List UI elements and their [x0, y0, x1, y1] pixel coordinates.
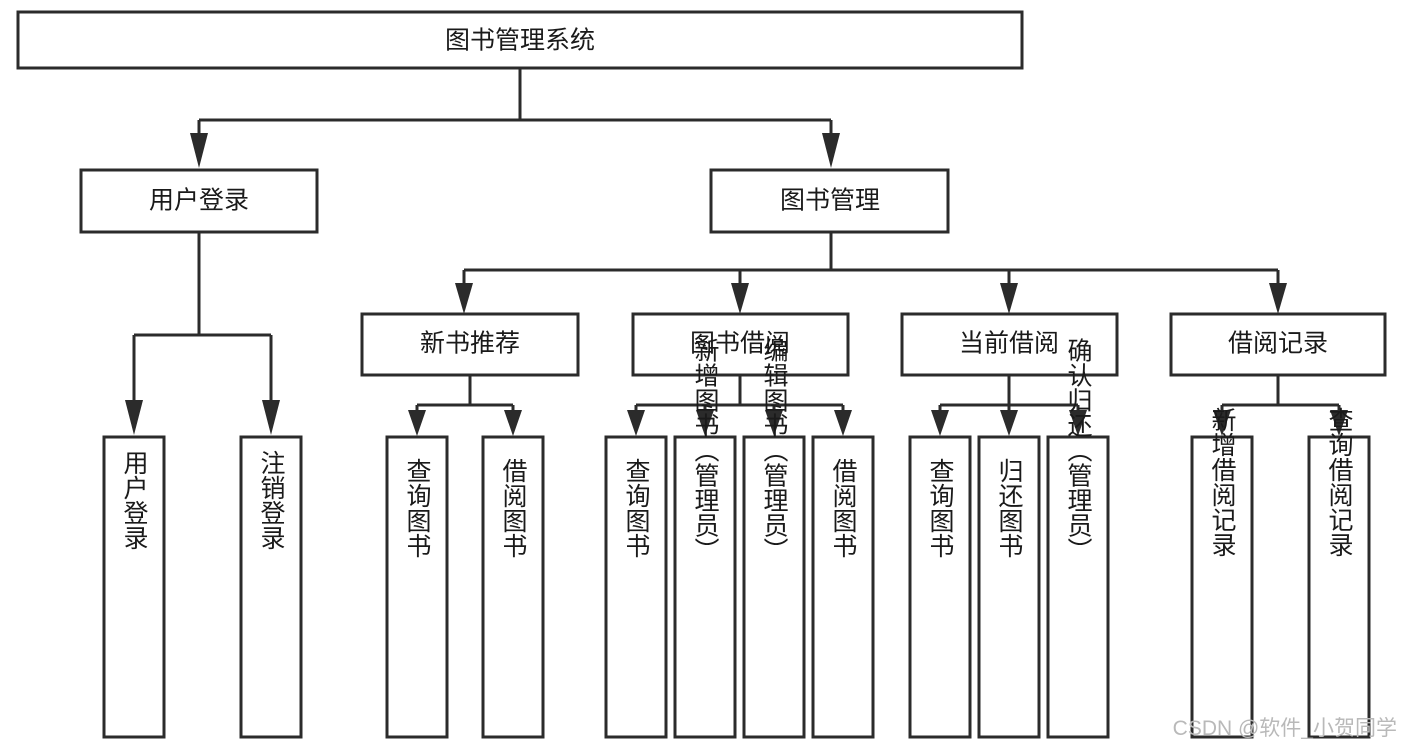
leaf-br-add-record-box[interactable]: [1190, 435, 1254, 739]
node-book-management-label: 图书管理: [780, 187, 880, 215]
node-user-login-label: 用户登录: [149, 187, 249, 215]
leaf-user-login-signin-label: 用户登录: [120, 450, 149, 550]
leaf-node-cb-return-book[interactable]: 归还图书: [977, 435, 1041, 739]
node-book-borrow-box[interactable]: [631, 312, 850, 377]
leaf-cb-return-book-label: 归还图书: [995, 458, 1024, 558]
arrow-head-nb-leaf-2: [504, 410, 522, 436]
arrow-head-bb-leaf-4: [834, 410, 852, 436]
leaf-bb-edit-book-admin-label: 编辑图书（管理员）: [760, 338, 789, 563]
node-current-borrow-box[interactable]: [900, 312, 1119, 377]
node-current-borrow-label: 当前借阅: [959, 330, 1059, 358]
arrow-head-user-login: [190, 133, 208, 168]
leaf-user-logout-box[interactable]: [239, 435, 303, 739]
arrow-head-nb-leaf-1: [408, 410, 426, 436]
arrow-head-cb-leaf-2: [1000, 410, 1018, 436]
leaf-node-bb-borrow-book[interactable]: 借阅图书: [811, 435, 875, 739]
leaf-nb-query-book-box[interactable]: [385, 435, 449, 739]
leaf-nb-borrow-book-label: 借阅图书: [499, 458, 528, 558]
node-new-book-recommend[interactable]: 新书推荐: [360, 312, 580, 377]
leaf-nb-query-book-label: 查询图书: [403, 458, 432, 558]
node-root-book-management-system[interactable]: 图书管理系统: [16, 10, 1024, 70]
arrow-head-br-leaf-1: [1213, 410, 1231, 436]
leaf-node-br-query-record[interactable]: 查询借阅记录: [1307, 407, 1371, 739]
leaf-bb-add-book-admin-label: 新增图书（管理员）: [691, 338, 720, 563]
arrow-head-bb-leaf-3: [765, 410, 783, 436]
arrow-head-leaf-logout: [262, 400, 280, 435]
leaf-bb-query-book-box[interactable]: [604, 435, 668, 739]
leaf-node-bb-edit-book-admin[interactable]: 编辑图书（管理员）: [742, 338, 806, 739]
node-borrow-record-label: 借阅记录: [1228, 330, 1328, 358]
node-borrow-record[interactable]: 借阅记录: [1169, 312, 1387, 377]
node-new-book-recommend-label: 新书推荐: [420, 330, 520, 358]
node-borrow-record-box[interactable]: [1169, 312, 1387, 377]
node-root-box[interactable]: [16, 10, 1024, 70]
leaf-bb-borrow-book-label: 借阅图书: [829, 458, 858, 558]
arrow-head-bb-leaf-2: [696, 410, 714, 436]
leaf-node-bb-add-book-admin[interactable]: 新增图书（管理员）: [673, 338, 737, 739]
node-book-management[interactable]: 图书管理: [709, 168, 950, 234]
arrow-head-br-leaf-2: [1330, 410, 1348, 436]
node-user-login[interactable]: 用户登录: [79, 168, 319, 234]
arrow-head-borrow-record: [1269, 283, 1287, 314]
arrow-head-cb-leaf-3: [1069, 410, 1087, 436]
arrow-head-leaf-user-login: [125, 400, 143, 435]
connector-layer: [125, 68, 1348, 436]
leaf-cb-confirm-return-admin-label: 确认归还（管理员）: [1064, 338, 1093, 563]
leaf-br-query-record-label: 查询借阅记录: [1325, 407, 1354, 557]
leaf-bb-add-book-admin-box[interactable]: [673, 435, 737, 739]
node-new-book-recommend-box[interactable]: [360, 312, 580, 377]
arrow-head-cb-leaf-1: [931, 410, 949, 436]
leaf-node-cb-confirm-return-admin[interactable]: 确认归还（管理员）: [1046, 338, 1110, 739]
leaf-node-bb-query-book[interactable]: 查询图书: [604, 435, 668, 739]
leaf-nb-borrow-book-box[interactable]: [481, 435, 545, 739]
leaf-node-cb-query-book[interactable]: 查询图书: [908, 435, 972, 739]
node-book-borrow-label: 图书借阅: [690, 330, 790, 358]
arrow-head-current-borrow: [1000, 283, 1018, 314]
arrow-head-bb-leaf-1: [627, 410, 645, 436]
leaf-user-logout-label: 注销登录: [257, 450, 286, 550]
csdn-watermark: CSDN @软件_小贺同学: [1173, 717, 1397, 740]
leaf-bb-edit-book-admin-box[interactable]: [742, 435, 806, 739]
node-root-label: 图书管理系统: [445, 27, 595, 55]
arrow-head-new-book: [455, 283, 473, 314]
node-book-borrow[interactable]: 图书借阅: [631, 312, 850, 377]
leaf-node-br-add-record[interactable]: 新增借阅记录: [1190, 407, 1254, 739]
leaf-cb-confirm-return-admin-box[interactable]: [1046, 435, 1110, 739]
leaf-node-nb-query-book[interactable]: 查询图书: [385, 435, 449, 739]
leaf-node-nb-borrow-book[interactable]: 借阅图书: [481, 435, 545, 739]
leaf-br-query-record-box[interactable]: [1307, 435, 1371, 739]
node-current-borrow[interactable]: 当前借阅: [900, 312, 1119, 377]
leaf-cb-return-book-box[interactable]: [977, 435, 1041, 739]
leaf-cb-query-book-label: 查询图书: [926, 458, 955, 558]
leaf-br-add-record-label: 新增借阅记录: [1208, 407, 1237, 557]
leaf-bb-borrow-book-box[interactable]: [811, 435, 875, 739]
arrow-head-book-borrow: [731, 283, 749, 314]
node-book-management-box[interactable]: [709, 168, 950, 234]
leaf-user-login-signin-box[interactable]: [102, 435, 166, 739]
leaf-bb-query-book-label: 查询图书: [622, 458, 651, 558]
node-user-login-box[interactable]: [79, 168, 319, 234]
arrow-head-book-mgmt: [822, 133, 840, 168]
leaf-node-user-logout[interactable]: 注销登录: [239, 435, 303, 739]
leaf-node-user-login-signin[interactable]: 用户登录: [102, 435, 166, 739]
leaf-cb-query-book-box[interactable]: [908, 435, 972, 739]
